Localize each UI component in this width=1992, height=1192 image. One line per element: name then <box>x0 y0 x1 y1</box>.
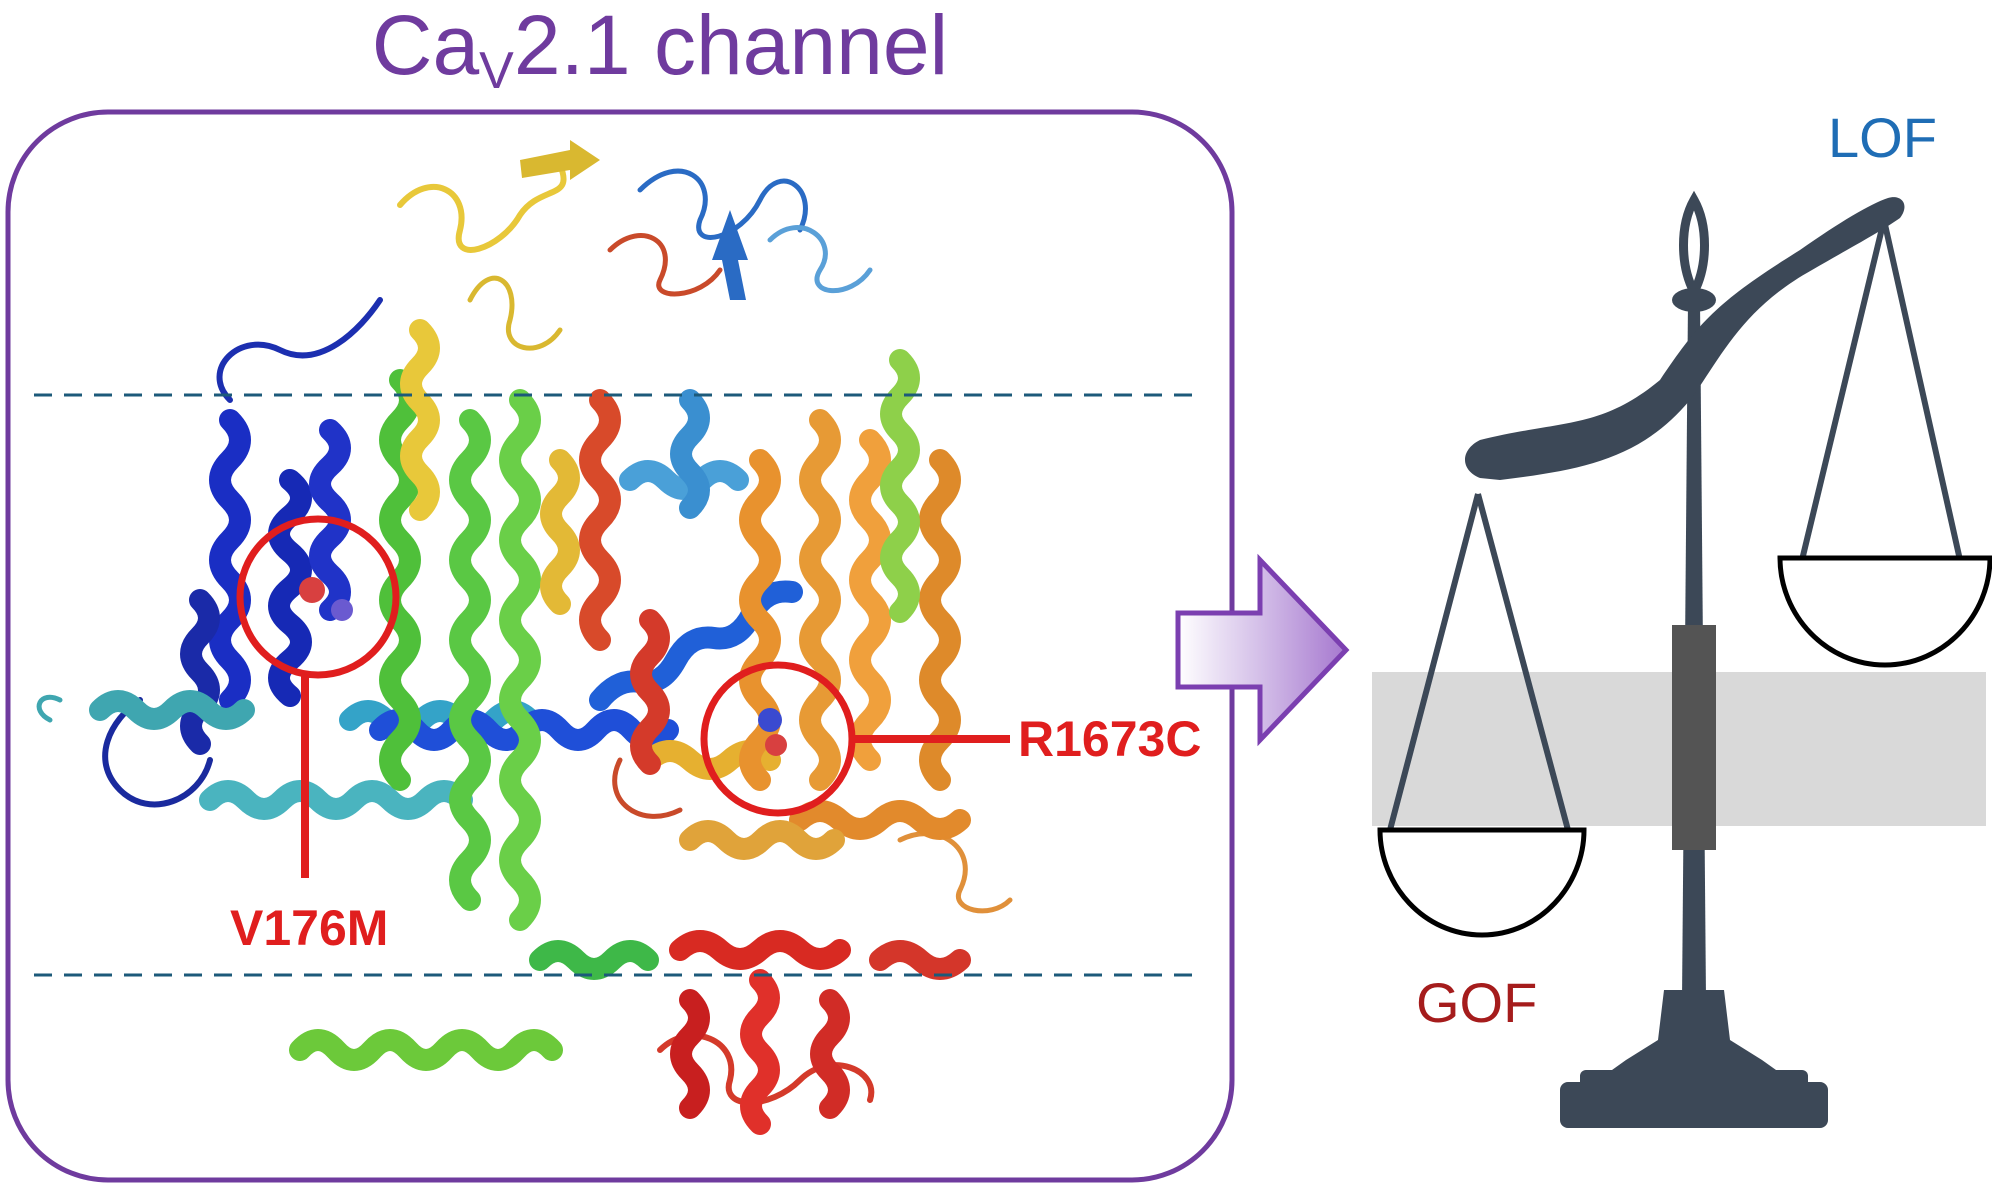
arrow-right-icon <box>1175 553 1350 747</box>
lof-pan <box>1777 555 1992 668</box>
protein-structure <box>36 140 1013 1135</box>
gof-label: GOF <box>1416 971 1537 1034</box>
mutation-r1673c-marker: R1673C <box>700 661 1201 817</box>
figure-title: CaV2.1 channel <box>371 0 949 100</box>
gof-pan <box>1377 827 1587 938</box>
mutation-label-v176m: V176M <box>230 900 388 956</box>
mutation-label-r1673c: R1673C <box>1018 711 1201 767</box>
mutation-v176m-marker: V176M <box>230 515 400 956</box>
balance-scale-icon <box>1387 190 1963 1128</box>
lof-label: LOF <box>1828 106 1937 169</box>
